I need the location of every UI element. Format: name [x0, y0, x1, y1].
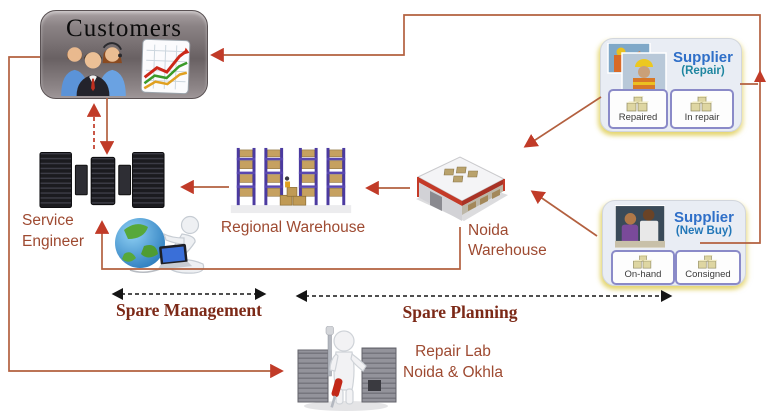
spare-management-label: Spare Management: [116, 300, 262, 320]
supplier-newbuy-heading: Supplier (New Buy): [667, 210, 741, 237]
customers-people-icon: [61, 42, 126, 96]
sales-chart-icon: [140, 38, 191, 95]
globe-laptop-icon: [115, 215, 205, 274]
service-engineer-label: Service Engineer: [22, 210, 84, 252]
bin-in-repair-label: In repair: [684, 111, 720, 123]
warehouse-rack-icon: [230, 147, 352, 214]
node-customers: Customers: [40, 10, 208, 99]
noida-warehouse-label: Noida Warehouse: [468, 221, 547, 261]
service-engineer-line1: Service: [22, 212, 74, 229]
customers-label: Customers: [66, 15, 182, 42]
repair-technician-icon: [297, 326, 397, 411]
noida-warehouse-line1: Noida: [468, 222, 509, 239]
noida-warehouse-line2: Warehouse: [468, 242, 547, 259]
parts-bin-icon: [698, 255, 718, 269]
parts-bin-icon: [633, 255, 653, 269]
parts-bin-icon: [690, 95, 713, 111]
repair-lab-line1: Repair Lab: [415, 343, 491, 360]
supplier-repair-photo: [607, 43, 667, 91]
supplier-repair-title: Supplier: [672, 49, 733, 66]
supplier-newbuy-title: Supplier: [673, 209, 734, 226]
regional-warehouse-label: Regional Warehouse: [220, 219, 366, 236]
arrow-supplier-repair-to-noida: [523, 96, 602, 148]
bin-consigned-label: Consigned: [685, 269, 731, 280]
node-supplier-repair: Supplier (Repair) Repaired In repair: [600, 38, 742, 132]
bin-on-hand: On-hand: [611, 250, 675, 285]
bin-on-hand-label: On-hand: [624, 269, 662, 280]
supplier-newbuy-subtitle: (New Buy): [675, 225, 733, 237]
bin-repaired: Repaired: [608, 89, 668, 129]
supplier-newbuy-photo: [615, 205, 665, 248]
node-supplier-new-buy: Supplier (New Buy) On-hand Consigned: [602, 200, 746, 286]
bin-in-repair: In repair: [670, 89, 734, 129]
bin-repaired-label: Repaired: [618, 111, 658, 123]
arrowhead-up-junction: [754, 70, 766, 82]
warehouse-building-icon: [416, 156, 508, 221]
spare-planning-label: Spare Planning: [402, 302, 518, 322]
supplier-repair-subtitle: (Repair): [681, 65, 725, 77]
repair-lab-line2: Noida & Okhla: [403, 364, 503, 381]
server-rack-icon: [39, 151, 165, 209]
parts-bin-icon: [626, 95, 649, 111]
repair-lab-label: Repair Lab Noida & Okhla: [392, 341, 514, 383]
service-engineer-line2: Engineer: [22, 233, 85, 250]
bin-consigned: Consigned: [675, 250, 741, 285]
supplier-repair-heading: Supplier (Repair): [669, 50, 737, 77]
